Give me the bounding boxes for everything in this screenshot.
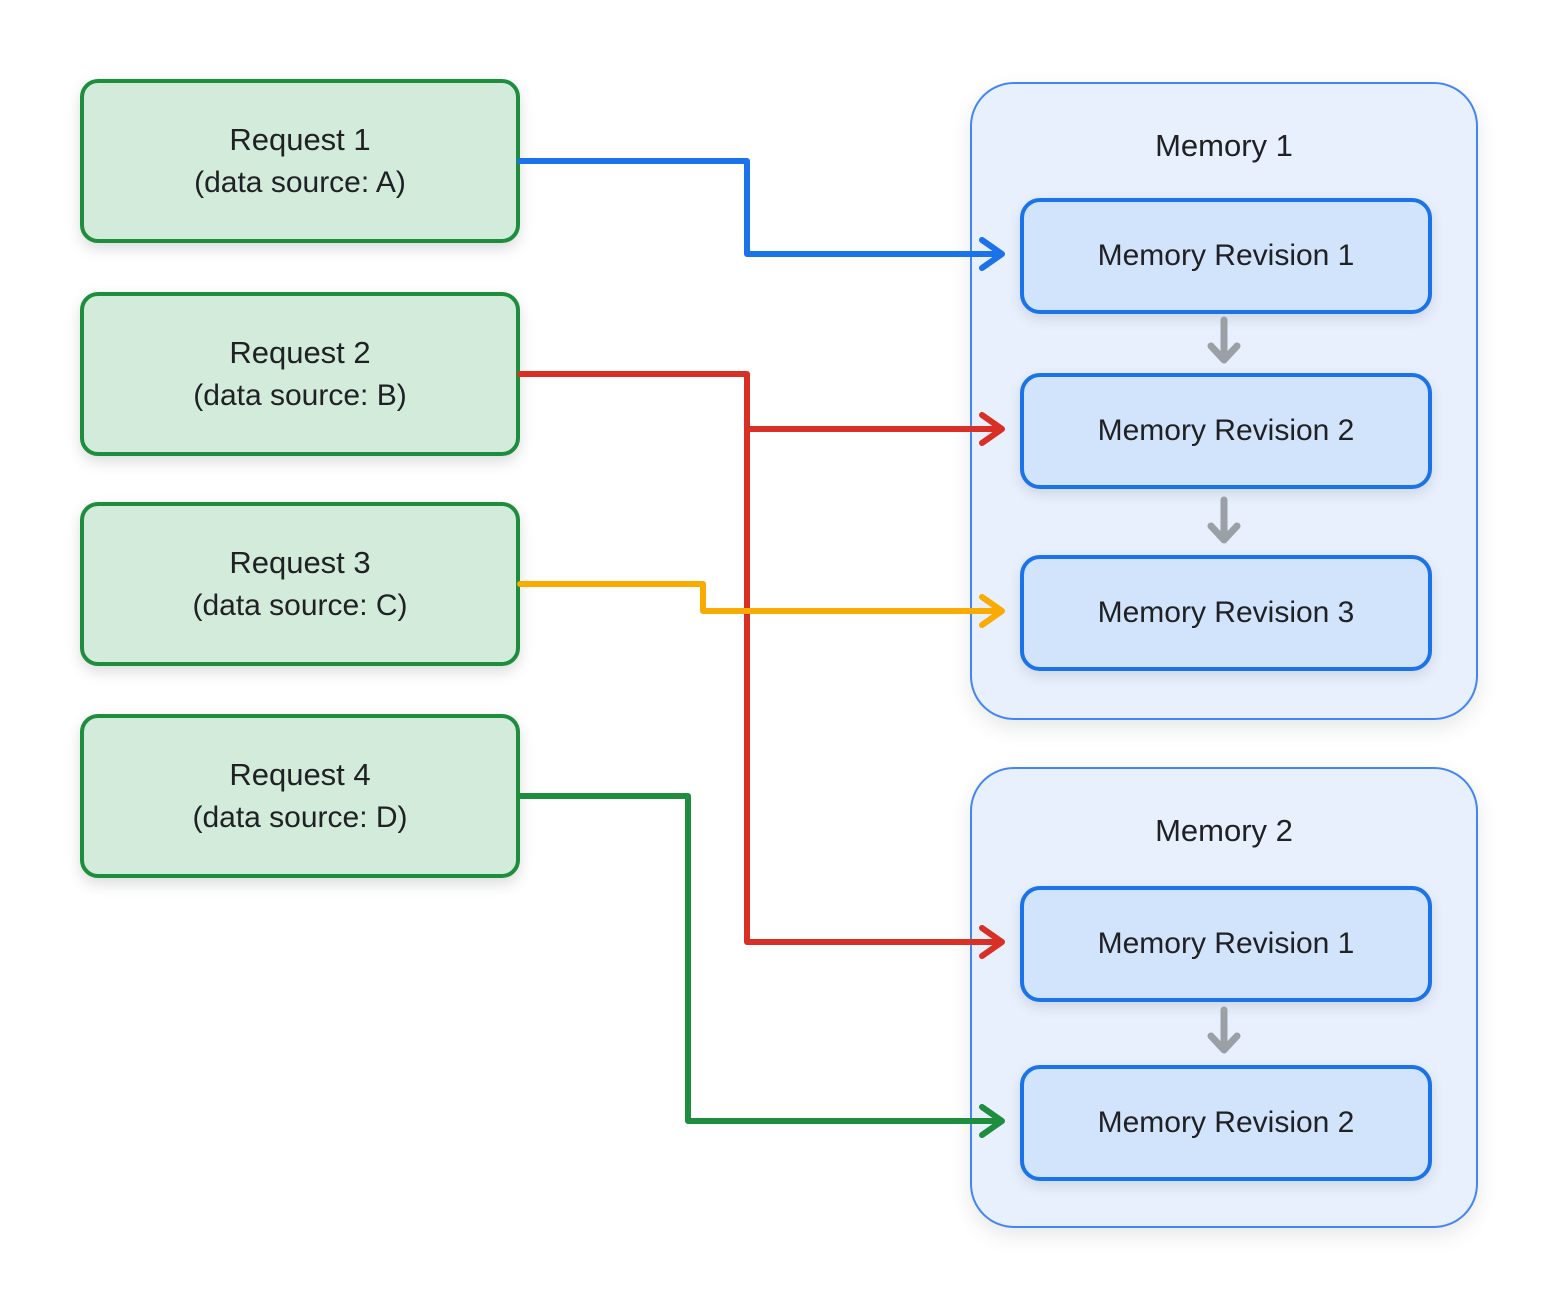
request-2-node: Request 2 (data source: B) <box>80 292 520 456</box>
request-4-datasource: (data source: D) <box>192 801 408 834</box>
memory-1-revision-1-node: Memory Revision 1 <box>1020 198 1432 314</box>
memory-1-revision-3-node: Memory Revision 3 <box>1020 555 1432 671</box>
memory-1-container: Memory 1 Memory Revision 1 Memory Revisi… <box>970 82 1478 720</box>
request2-to-memory2-revision1-connector <box>744 426 1003 945</box>
request-4-title: Request 4 <box>229 757 371 792</box>
request-2-datasource: (data source: B) <box>193 379 407 412</box>
memory-2-revision-1-node: Memory Revision 1 <box>1020 886 1432 1002</box>
request-4-node: Request 4 (data source: D) <box>80 714 520 878</box>
memory-2-revision-2-node: Memory Revision 2 <box>1020 1065 1432 1181</box>
memory-1-title: Memory 1 <box>1155 128 1293 163</box>
request-1-datasource: (data source: A) <box>194 166 406 199</box>
request1-to-memory1-revision1-connector <box>517 158 1003 257</box>
request3-to-memory1-revision3-connector <box>517 581 1003 614</box>
request-3-node: Request 3 (data source: C) <box>80 502 520 666</box>
memory-2-title: Memory 2 <box>1155 813 1293 848</box>
request4-to-memory2-revision2-connector <box>517 793 1003 1124</box>
memory-2-container: Memory 2 Memory Revision 1 Memory Revisi… <box>970 767 1478 1228</box>
memory-1-revision-2-node: Memory Revision 2 <box>1020 373 1432 489</box>
request2-to-memory1-revision2-connector <box>517 371 1003 432</box>
request-1-node: Request 1 (data source: A) <box>80 79 520 243</box>
request-2-title: Request 2 <box>229 335 371 370</box>
request-3-title: Request 3 <box>229 545 371 580</box>
request-3-datasource: (data source: C) <box>192 589 408 622</box>
request-1-title: Request 1 <box>229 122 371 157</box>
